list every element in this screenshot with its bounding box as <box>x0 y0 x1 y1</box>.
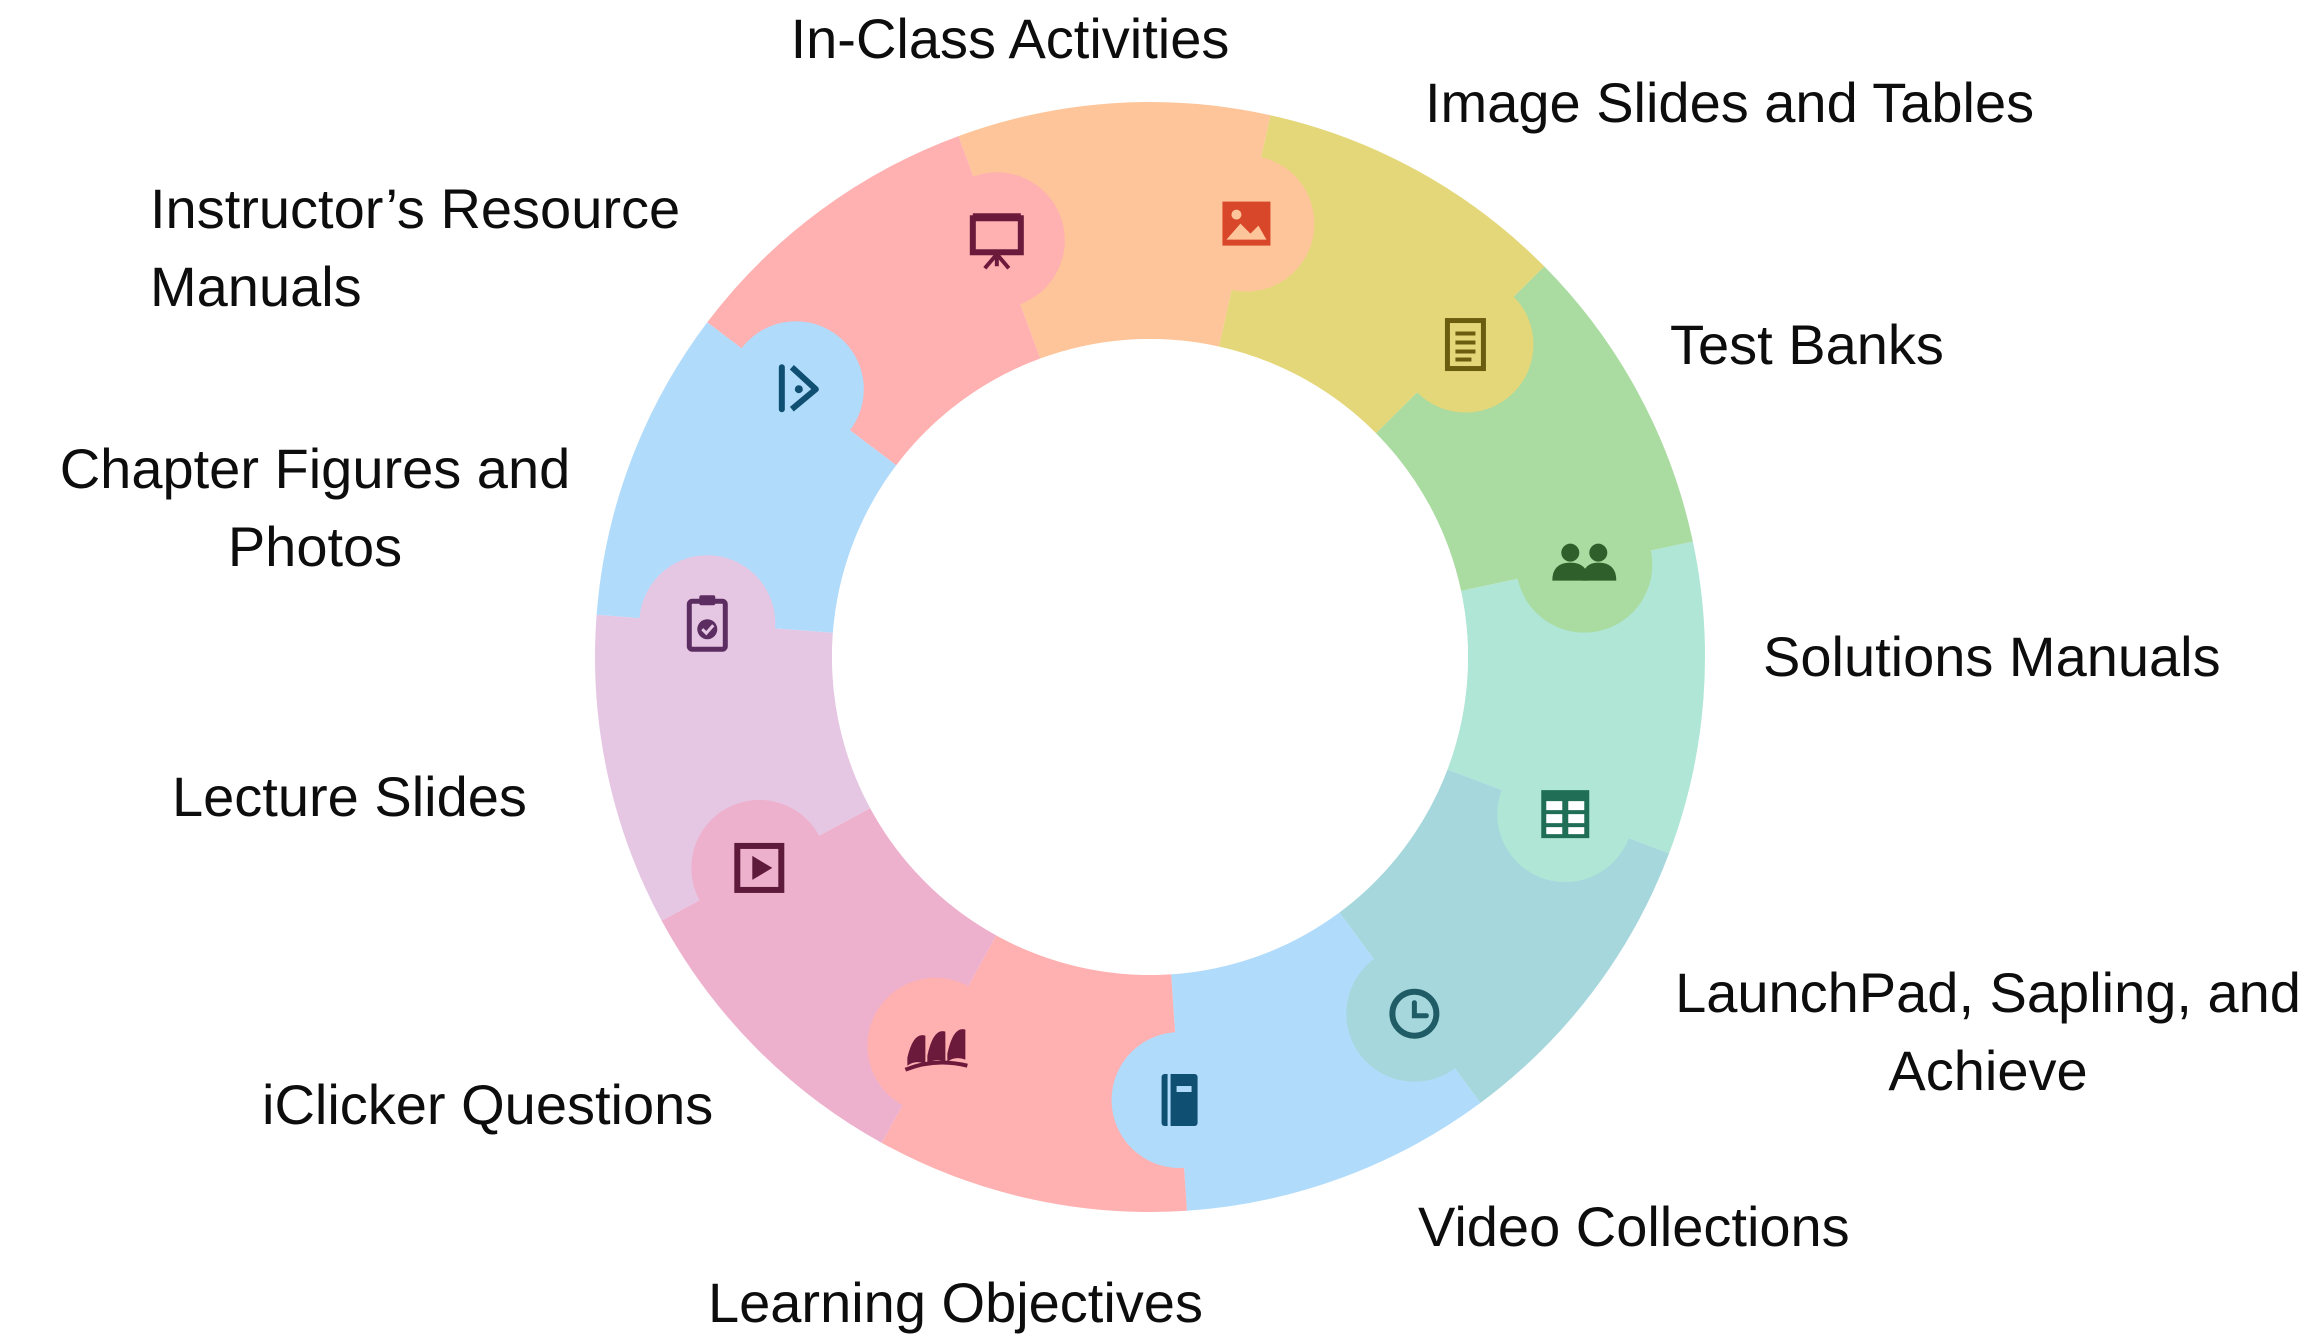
label-line: iClicker Questions <box>262 1073 714 1136</box>
label-line: Achieve <box>1888 1039 2088 1102</box>
label-launchpad-sapling-achieve: LaunchPad, Sapling, and Achieve <box>1668 954 2305 1110</box>
label-test-banks: Test Banks <box>1670 306 1944 384</box>
label-chapter-figures-and-photos: Chapter Figures and Photos <box>0 430 630 586</box>
clock-icon <box>1389 988 1440 1039</box>
label-in-class-activities: In-Class Activities <box>700 0 1320 78</box>
label-line: Video Collections <box>1418 1195 1850 1258</box>
segment-iclicker-questions <box>596 322 897 633</box>
label-line: LaunchPad, Sapling, and <box>1675 961 2301 1024</box>
label-lecture-slides: Lecture Slides <box>172 758 527 836</box>
label-instructors-resource-manuals: Instructor’s Resource Manuals <box>150 170 680 326</box>
label-line: Manuals <box>150 255 362 318</box>
users-icon <box>1552 543 1617 581</box>
puzzle-tab-lecture-slides <box>928 172 1065 309</box>
label-line: Test Banks <box>1670 313 1944 376</box>
presentation-icon <box>969 213 1024 270</box>
label-line: Solutions Manuals <box>1763 625 2221 688</box>
label-image-slides-and-tables: Image Slides and Tables <box>1425 64 2034 142</box>
label-learning-objectives: Learning Objectives <box>708 1264 1203 1342</box>
clipboard-check-icon <box>686 595 728 652</box>
label-line: Chapter Figures and <box>59 437 571 500</box>
segment-launchpad-sapling-achieve <box>881 935 1187 1212</box>
label-line: Lecture Slides <box>172 765 527 828</box>
label-solutions-manuals: Solutions Manuals <box>1763 618 2221 696</box>
image-icon <box>1222 201 1271 246</box>
label-line: Image Slides and Tables <box>1425 71 2035 134</box>
table-icon <box>1541 790 1590 839</box>
label-line: Learning Objectives <box>708 1271 1203 1334</box>
book-icon <box>1161 1074 1198 1127</box>
puzzle-tab-in-class-activities <box>1516 496 1653 633</box>
ring-icons <box>686 201 1617 1127</box>
label-line: In-Class Activities <box>790 7 1230 70</box>
label-iclicker-questions: iClicker Questions <box>262 1066 713 1144</box>
ring-center-hole <box>832 339 1468 975</box>
play-icon <box>734 842 785 893</box>
iclicker-icon <box>778 364 819 413</box>
label-line: Photos <box>227 515 403 578</box>
label-video-collections: Video Collections <box>1418 1188 1850 1266</box>
label-line: Instructor’s Resource <box>150 177 681 240</box>
segment-solutions-manuals <box>1171 912 1481 1211</box>
books-logo-icon <box>904 1029 968 1072</box>
document-icon <box>1444 318 1486 372</box>
